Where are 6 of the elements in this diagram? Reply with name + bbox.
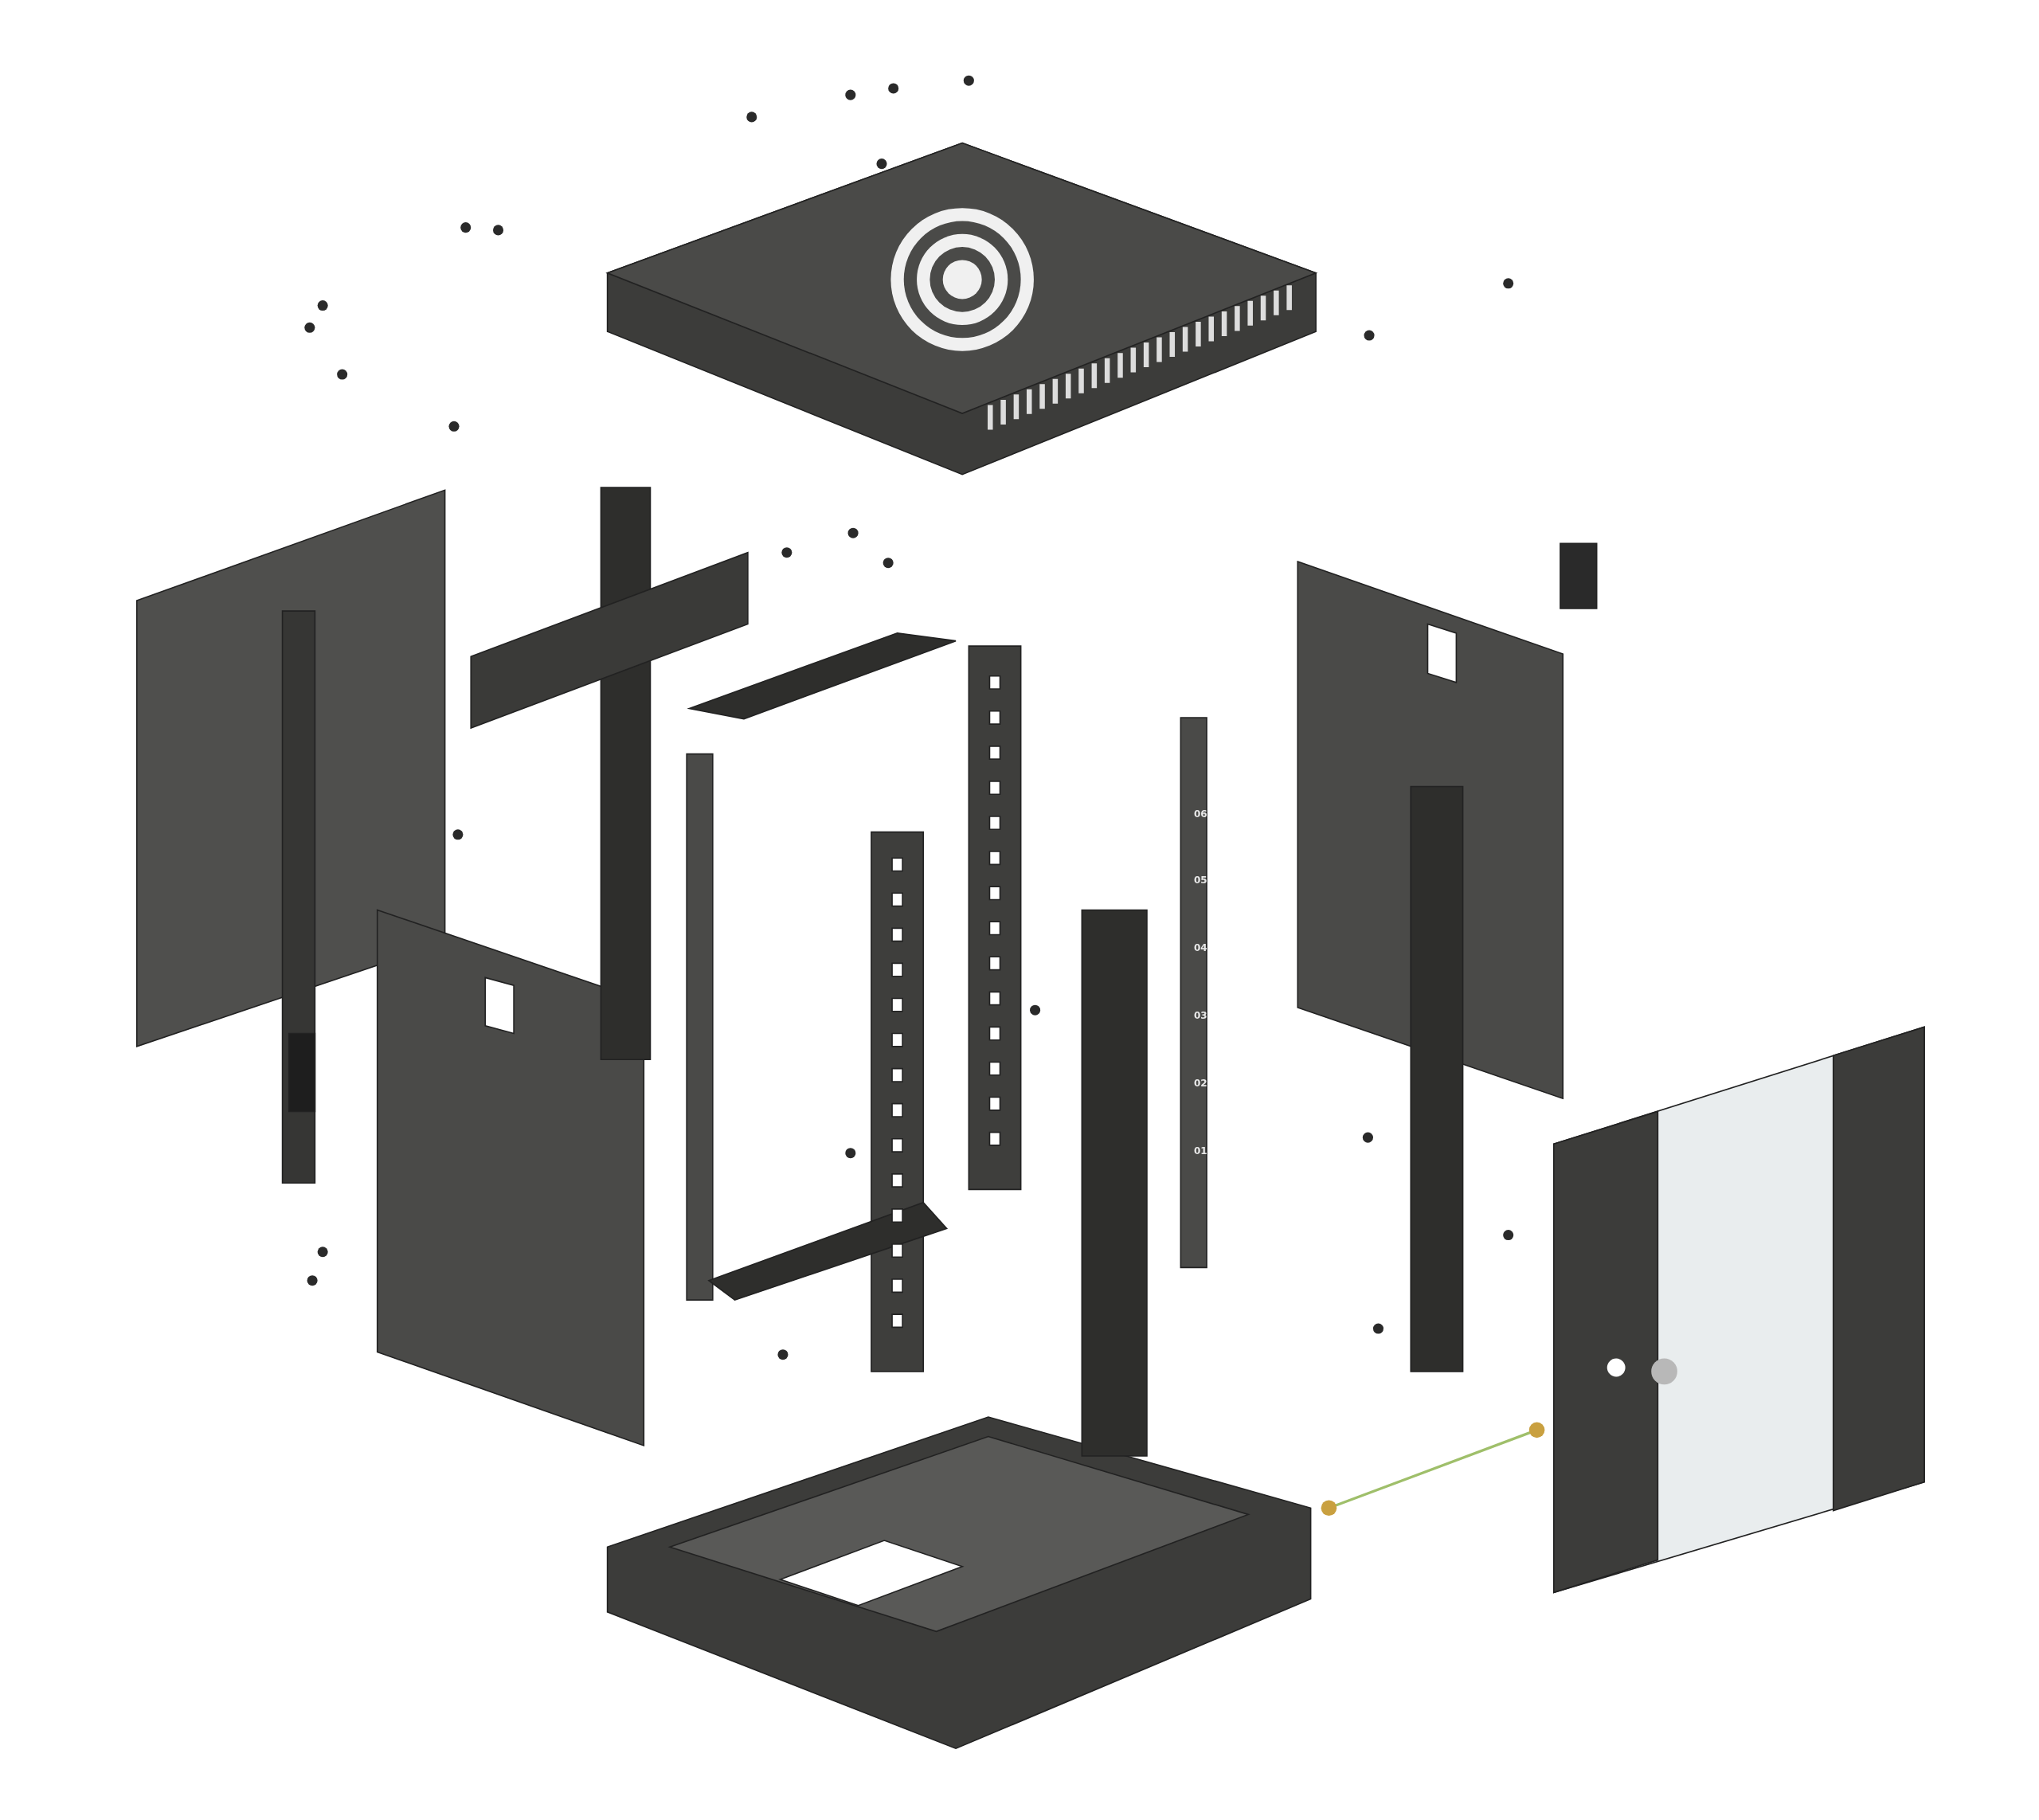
rack-unit-number: 01: [1194, 1145, 1207, 1157]
rack-unit-number: 03: [1194, 1010, 1207, 1021]
rack-unit-number: 05: [1194, 875, 1207, 886]
rack-unit-number: 02: [1194, 1078, 1207, 1089]
rack-unit-number: 06: [1194, 808, 1207, 820]
rack-unit-number: 04: [1194, 942, 1207, 953]
